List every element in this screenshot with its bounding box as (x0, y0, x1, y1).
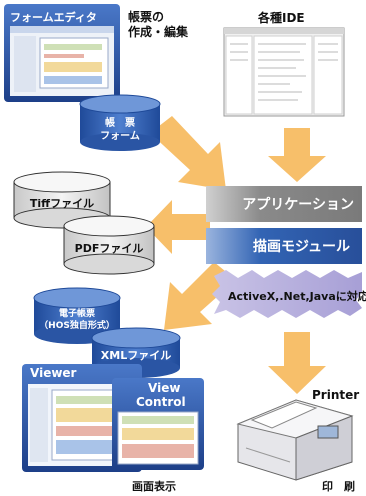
module-label: 描画モジュール (252, 239, 350, 255)
arrow-app-to-pdf (146, 200, 210, 254)
arrow-to-printer (268, 332, 326, 394)
xml-cylinder (91, 327, 181, 378)
form-editor-caption-line1: 帳票の (128, 10, 165, 24)
activex-label: ActiveX,.Net,Javaに対応 (228, 290, 366, 303)
activex-cloud (212, 270, 362, 318)
view-control-window (112, 378, 204, 470)
printer-icon (236, 399, 354, 481)
viewer-title: Viewer (30, 366, 77, 380)
print-caption: 印 刷 (322, 480, 355, 493)
form-editor-caption-line2: 作成・編集 (128, 25, 189, 39)
ebook-cylinder (33, 287, 121, 344)
flow-arrows (146, 116, 326, 394)
form-editor-title: フォームエディタ (10, 11, 97, 24)
screen-caption: 画面表示 (132, 480, 176, 493)
application-label: アプリケーション (242, 197, 354, 213)
form-db-label-line1: 帳 票 (105, 118, 135, 129)
ebook-label-line1: 電子帳票 (58, 309, 95, 319)
printer-label: Printer (312, 388, 360, 402)
module-bar (206, 228, 362, 264)
ide-caption: 各種IDE (258, 11, 305, 25)
pdf-cylinder (63, 215, 155, 275)
view-control-title-line2: Control (136, 395, 186, 409)
form-editor-window (4, 4, 120, 102)
ide-screenshot (223, 27, 345, 117)
form-db-label-line2: フォーム (100, 131, 140, 142)
pdf-label: PDFファイル (74, 242, 144, 255)
ebook-label-line2: （HOS独自形式） (39, 321, 115, 331)
xml-label: XMLファイル (100, 349, 172, 362)
application-bar (206, 186, 362, 222)
arrow-ide-to-app (268, 128, 326, 182)
form-db-cylinder (79, 94, 161, 151)
tiff-cylinder (13, 171, 111, 229)
tiff-label: Tiffファイル (29, 197, 95, 210)
arrow-form-to-app (150, 116, 226, 190)
view-control-title-line1: View (148, 381, 181, 395)
